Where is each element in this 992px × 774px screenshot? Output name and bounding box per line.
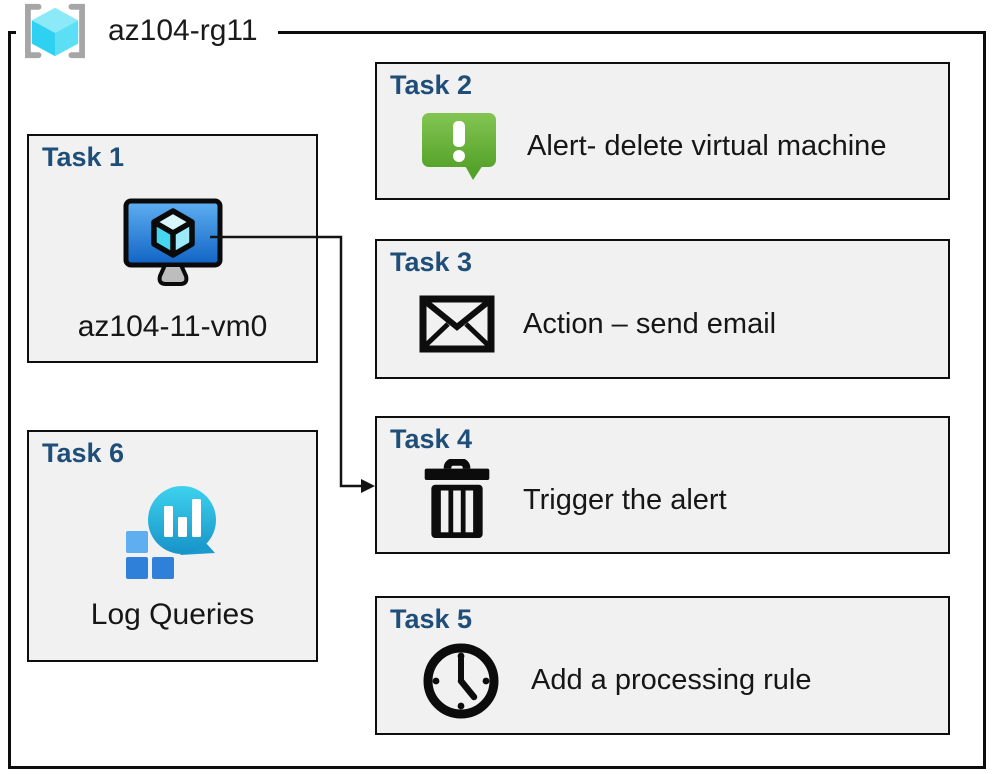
- resource-group-title: az104-rg11: [108, 14, 258, 47]
- task5-label: Add a processing rule: [531, 664, 812, 696]
- task1-label: az104-11-vm0: [77, 310, 268, 343]
- task6-label: Log Queries: [90, 598, 255, 631]
- log-queries-icon: [118, 480, 228, 584]
- trash-icon: [419, 459, 495, 541]
- task6-content: Log Queries: [29, 476, 316, 660]
- task1-content: az104-11-vm0: [29, 180, 316, 361]
- resource-group-header: az104-rg11: [16, 2, 278, 60]
- resource-group-icon: [16, 2, 94, 60]
- task3-content: Action – send email: [419, 277, 940, 371]
- task3-heading: Task 3: [390, 247, 473, 277]
- task6-heading: Task 6: [42, 438, 125, 468]
- task2-label: Alert- delete virtual machine: [527, 129, 887, 162]
- task5-heading: Task 5: [390, 604, 473, 634]
- alert-message-icon: [419, 108, 499, 184]
- task4-content: Trigger the alert: [419, 454, 940, 546]
- task1-box: Task 1 az104-: [27, 134, 318, 363]
- task6-box: Task 6: [27, 430, 318, 662]
- email-envelope-icon: [419, 295, 495, 353]
- task2-content: Alert- delete virtual machine: [419, 100, 940, 192]
- task3-label: Action – send email: [523, 307, 777, 340]
- task5-content: Add a processing rule: [419, 634, 940, 727]
- clock-icon: [419, 639, 503, 723]
- task2-box: Task 2 Alert- delete virtual machin: [375, 62, 950, 200]
- virtual-machine-icon: [123, 198, 223, 290]
- task4-heading: Task 4: [390, 424, 473, 454]
- task2-heading: Task 2: [390, 70, 473, 100]
- task4-box: Task 4 Trigger the alert: [375, 416, 950, 554]
- task5-box: Task 5 Add a processing rule: [375, 596, 950, 735]
- task1-heading: Task 1: [42, 142, 125, 172]
- task3-box: Task 3 Action – send email: [375, 239, 950, 379]
- task4-label: Trigger the alert: [523, 483, 727, 516]
